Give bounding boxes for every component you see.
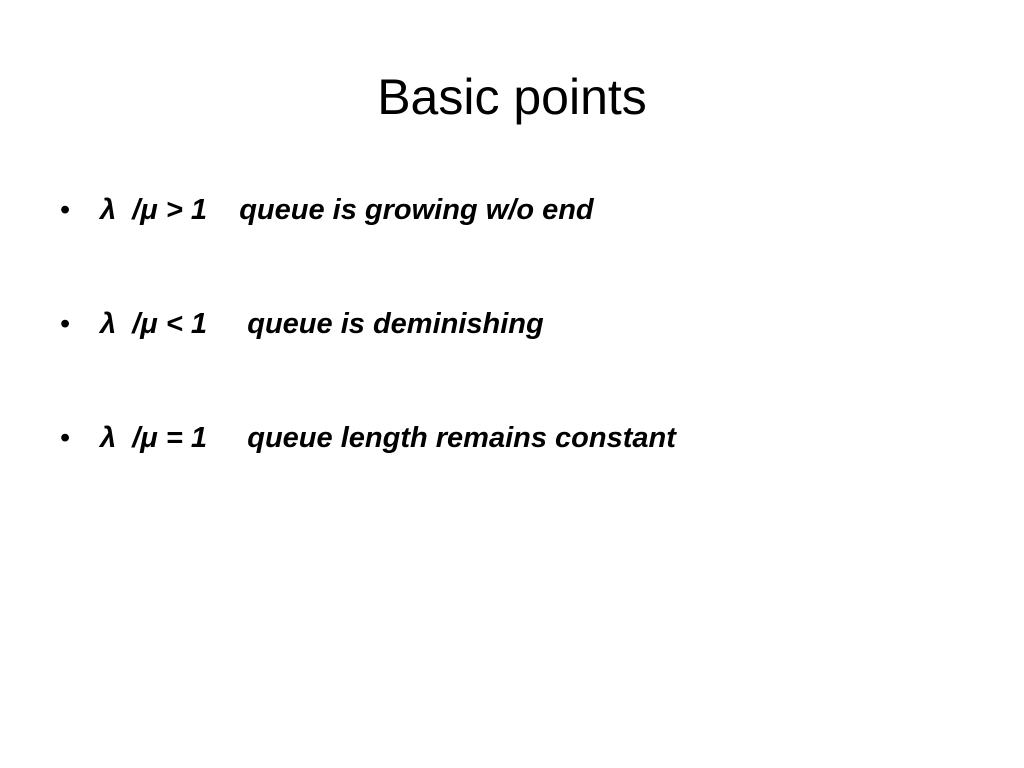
list-item: • λ /μ < 1 queue is deminishing xyxy=(60,301,544,415)
list-item: • λ /μ > 1 queue is growing w/o end xyxy=(60,187,594,301)
list-item: • λ /μ = 1 queue length remains constant xyxy=(60,415,676,529)
bullet-text: λ /μ < 1 queue is deminishing xyxy=(100,308,544,340)
bullet-text: λ /μ = 1 queue length remains constant xyxy=(100,422,676,454)
bullet-list: • λ /μ > 1 queue is growing w/o end • λ … xyxy=(60,187,676,529)
bullet-marker: • xyxy=(60,308,71,340)
bullet-text: λ /μ > 1 queue is growing w/o end xyxy=(100,194,594,226)
slide-title: Basic points xyxy=(377,69,647,125)
bullet-marker: • xyxy=(60,194,71,226)
bullet-marker: • xyxy=(60,422,71,454)
